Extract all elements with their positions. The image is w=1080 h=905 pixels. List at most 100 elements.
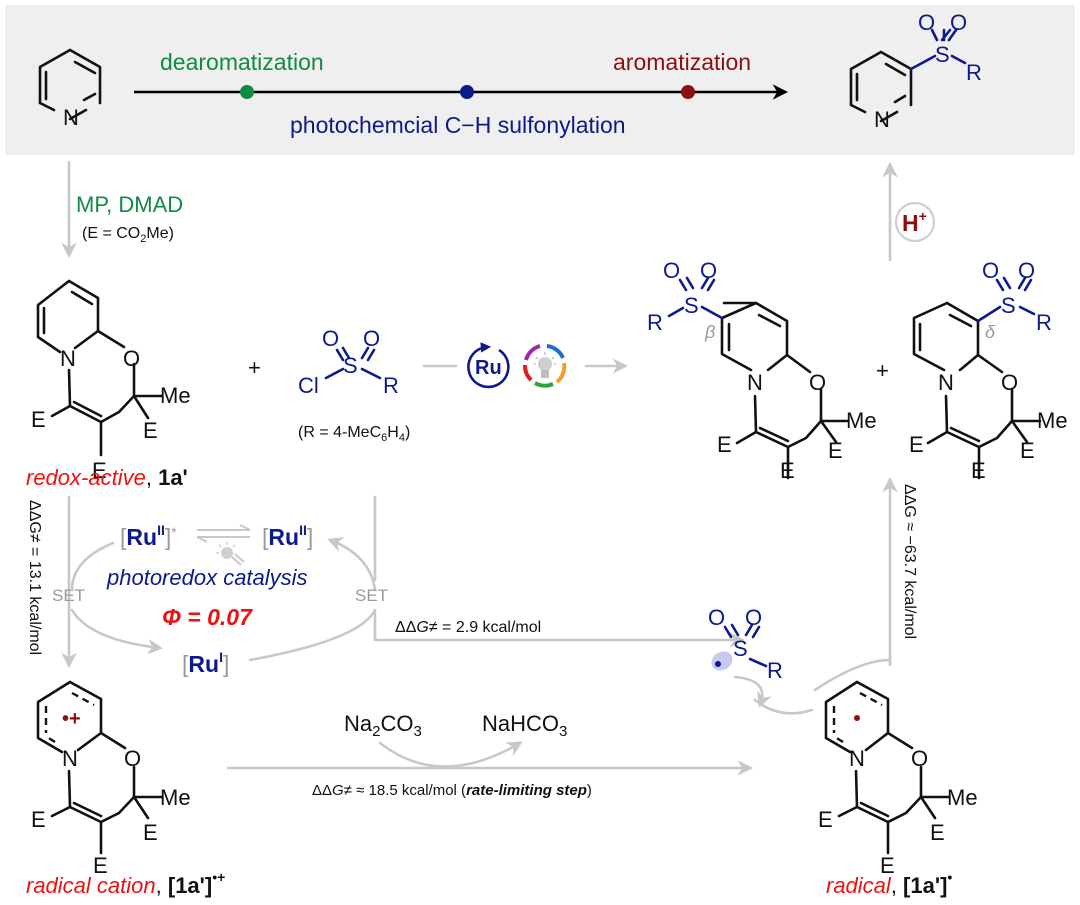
light-source-icon bbox=[523, 344, 567, 388]
radical-cation-mark: •+ bbox=[62, 708, 81, 730]
cycle-arc-top-right bbox=[327, 537, 377, 592]
radical-mark bbox=[854, 715, 860, 721]
radical-structure: N O Me E E E bbox=[818, 680, 978, 878]
svg-text:R: R bbox=[383, 373, 399, 398]
svg-text:R: R bbox=[767, 658, 783, 683]
svg-text:O: O bbox=[322, 326, 339, 351]
svg-text:R: R bbox=[647, 310, 663, 335]
ru1-label: [RuI] bbox=[182, 649, 229, 677]
svg-text:E: E bbox=[780, 458, 795, 483]
svg-text:E: E bbox=[93, 853, 108, 878]
nahco3-label: NaHCO3 bbox=[482, 711, 567, 740]
radical-coupling-arrow-1 bbox=[733, 675, 772, 708]
base-curved-arrow bbox=[378, 741, 523, 768]
svg-text:N: N bbox=[60, 346, 76, 371]
reagent-mp-dmad: MP, DMAD bbox=[76, 192, 183, 217]
svg-text:O: O bbox=[809, 370, 826, 395]
svg-text:E: E bbox=[930, 820, 945, 845]
stage-dot-dearomatization bbox=[240, 85, 254, 99]
svg-text:Me: Me bbox=[1037, 408, 1068, 433]
radical-label: radical, [1a']• bbox=[826, 869, 952, 898]
svg-text:Me: Me bbox=[846, 408, 877, 433]
cycle-arc-bottom-right bbox=[248, 608, 377, 662]
svg-text:O: O bbox=[982, 258, 999, 283]
svg-text:O: O bbox=[745, 605, 762, 630]
na2co3-label: Na2CO3 bbox=[344, 711, 422, 740]
r-group-definition: (R = 4-MeC6H4) bbox=[298, 424, 410, 444]
product-beta-structure: N O Me E E E S O O R β bbox=[647, 258, 877, 483]
ru-catalyst-icon: Ru bbox=[467, 342, 510, 389]
banner-background bbox=[5, 5, 1075, 155]
svg-text:E: E bbox=[818, 807, 833, 832]
svg-text:O: O bbox=[663, 258, 680, 283]
label-dearomatization: dearomatization bbox=[160, 49, 324, 75]
svg-text:R: R bbox=[966, 60, 982, 85]
svg-text:Me: Me bbox=[947, 785, 978, 810]
ru2-excited-label: [RuII]* bbox=[120, 522, 177, 550]
substrate-1a-structure: N O Me E E E bbox=[31, 279, 191, 483]
sulfonyl-radical-structure: S O O R bbox=[708, 605, 783, 683]
svg-text:O: O bbox=[700, 258, 717, 283]
svg-text:Me: Me bbox=[160, 785, 191, 810]
svg-text:O: O bbox=[911, 746, 928, 771]
catalyst-label: Ru bbox=[475, 357, 502, 379]
energy-bottom: ΔΔG≠ ≈ 18.5 kcal/mol (rate-limiting step… bbox=[312, 782, 592, 799]
light-bulb-icon bbox=[216, 542, 245, 566]
svg-text:E: E bbox=[1020, 438, 1035, 463]
svg-text:N: N bbox=[874, 107, 890, 132]
sulfonyl-chloride-structure: S O O Cl R bbox=[298, 326, 399, 398]
delta-position-label: δ bbox=[985, 322, 996, 342]
quantum-yield: Φ = 0.07 bbox=[162, 604, 253, 630]
svg-text:O: O bbox=[363, 326, 380, 351]
svg-text:R: R bbox=[1036, 310, 1052, 335]
svg-text:E: E bbox=[909, 432, 924, 457]
cycle-arc-bottom-left bbox=[70, 608, 164, 655]
svg-text:O: O bbox=[708, 605, 725, 630]
radical-cation-label: radical cation, [1a']•+ bbox=[26, 869, 225, 898]
svg-text:Cl: Cl bbox=[298, 373, 319, 398]
radical-formation-arrow bbox=[373, 610, 746, 648]
svg-text:E: E bbox=[143, 820, 158, 845]
ester-definition: (E = CO2Me) bbox=[82, 225, 174, 245]
plus-sign: + bbox=[876, 358, 889, 383]
svg-text:E: E bbox=[31, 807, 46, 832]
stage-dot-aromatization bbox=[681, 85, 695, 99]
svg-text:S: S bbox=[343, 353, 358, 378]
svg-text:E: E bbox=[31, 407, 46, 432]
set-left-label: SET bbox=[52, 586, 85, 605]
stage-dot-sulfonylation bbox=[460, 85, 474, 99]
svg-text:E: E bbox=[828, 438, 843, 463]
svg-text:O: O bbox=[918, 10, 935, 35]
beta-position-label: β bbox=[704, 322, 715, 342]
label-aromatization: aromatization bbox=[613, 49, 751, 75]
svg-text:S: S bbox=[1001, 293, 1016, 318]
atom-N: N bbox=[63, 105, 79, 130]
svg-text:N: N bbox=[849, 746, 865, 771]
svg-text:N: N bbox=[938, 370, 954, 395]
coupling-curve bbox=[813, 658, 892, 692]
product-delta-structure: N O Me E E E S O O R δ bbox=[909, 258, 1068, 483]
svg-text:E: E bbox=[717, 432, 732, 457]
sulfonylpyridine-structure: N S O O R bbox=[849, 10, 982, 132]
radical-coupling-arrow-2 bbox=[753, 698, 814, 715]
energy-right: ΔΔG ≈ −63.7 kcal/mol bbox=[901, 484, 918, 639]
pyridine-structure: N bbox=[38, 48, 102, 130]
photoredox-title: photoredox catalysis bbox=[106, 565, 308, 590]
svg-text:O: O bbox=[950, 10, 967, 35]
plus-sign: + bbox=[248, 355, 261, 380]
svg-text:E: E bbox=[92, 458, 107, 483]
svg-text:S: S bbox=[684, 293, 699, 318]
svg-text:O: O bbox=[1001, 370, 1018, 395]
proton-circle bbox=[894, 201, 936, 243]
svg-text:N: N bbox=[62, 746, 78, 771]
energy-left: ΔΔG≠ = 13.1 kcal/mol bbox=[26, 500, 43, 655]
proton-label: H+ bbox=[902, 208, 927, 236]
svg-text:E: E bbox=[880, 853, 895, 878]
svg-text:E: E bbox=[143, 418, 158, 443]
ru2-ground-label: [RuII] bbox=[262, 522, 313, 550]
svg-text:E: E bbox=[971, 458, 986, 483]
svg-text:S: S bbox=[935, 42, 950, 67]
svg-text:O: O bbox=[1018, 258, 1035, 283]
label-sulfonylation: photochemcial C−H sulfonylation bbox=[290, 112, 626, 138]
